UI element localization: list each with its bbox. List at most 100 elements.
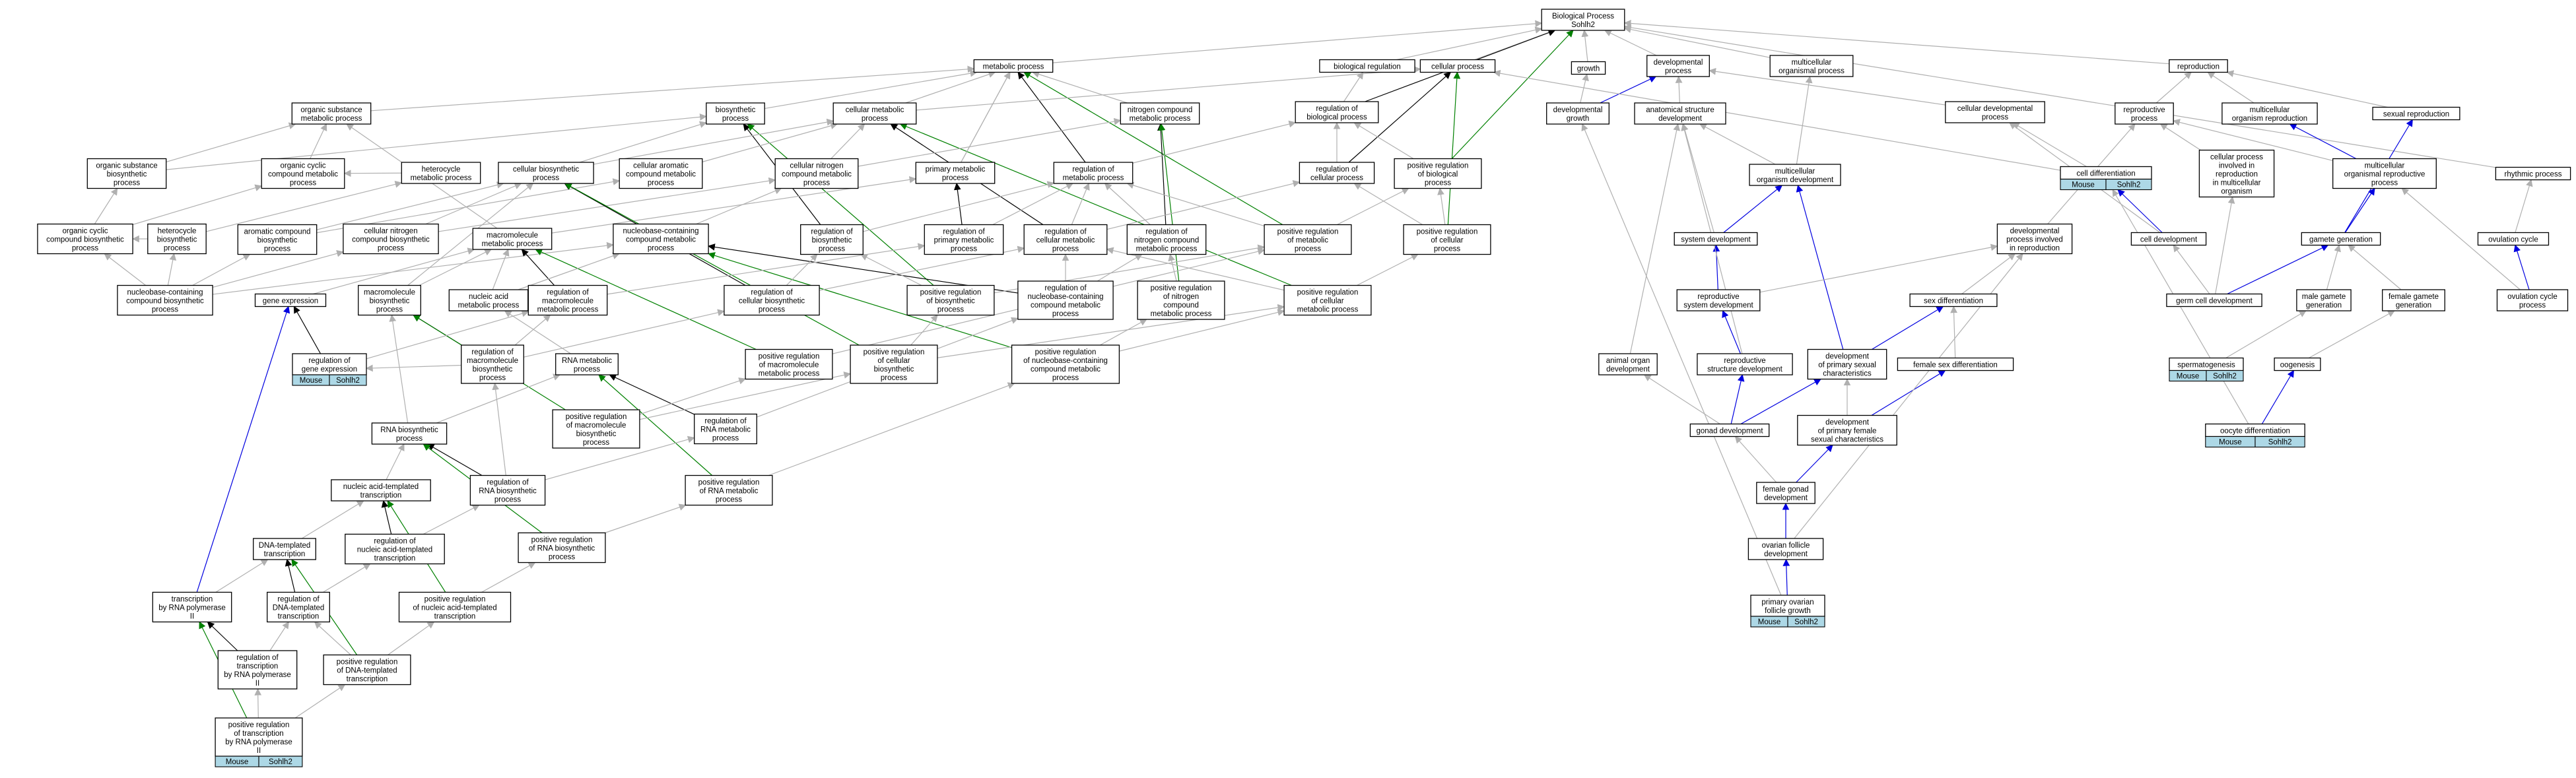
go-term-node-cellular[interactable]: cellular process — [1419, 59, 1496, 73]
go-term-node-celldev[interactable]: cell development — [2130, 232, 2207, 246]
go-term-node-gonaddev[interactable]: gonad development — [1689, 423, 1770, 438]
go-term-node-oogenesis[interactable]: oogenesis — [2274, 357, 2321, 372]
go-term-node-rhythmic[interactable]: rhythmic process — [2495, 166, 2571, 181]
go-term-node-sexdiff[interactable]: sex differentiation — [1909, 293, 1998, 308]
go-term-node-sysdev[interactable]: system development — [1674, 232, 1758, 246]
go-term-node-bioreg[interactable]: biological regulation — [1319, 59, 1415, 73]
go-term-node-ovcycle[interactable]: ovulation cycle — [2477, 232, 2550, 246]
go-term-node-germcelldev[interactable]: germ cell development — [2166, 293, 2262, 308]
go-term-node-gametegen[interactable]: gamete generation — [2301, 232, 2381, 246]
go-term-node-sexrep[interactable]: sexual reproduction — [2372, 106, 2460, 121]
go-term-node-reproduction[interactable]: reproduction — [2169, 59, 2228, 73]
go-term-node-growth[interactable]: growth — [1571, 61, 1606, 75]
go-term-node-metabolic[interactable]: metabolic process — [973, 59, 1054, 73]
go-term-node-femalesexdiff[interactable]: female sex differentiation — [1897, 357, 2014, 372]
go-term-node-geneexp[interactable]: gene expression — [254, 293, 327, 308]
